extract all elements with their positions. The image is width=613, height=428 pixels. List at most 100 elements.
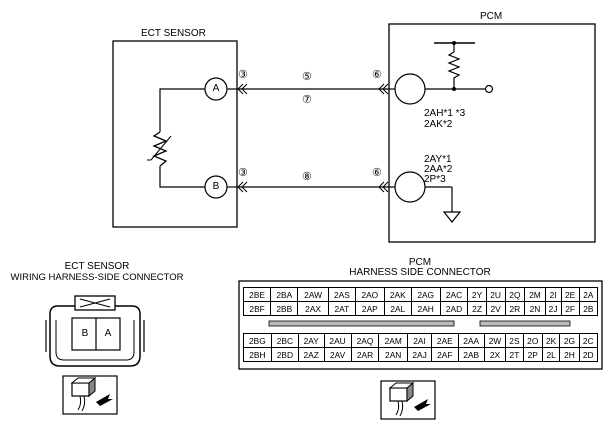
ect-connector-title-1: ECT SENSOR [64,261,130,272]
pin-cell: 2AU [323,333,352,348]
pin-cell: 2AO [354,287,385,302]
pcm-upper-pin-label-1: 2AH*1 *3 [424,108,466,119]
pin-cell: 2G [559,333,580,348]
ect-connector-title-2: WIRING HARNESS-SIDE CONNECTOR [10,272,184,283]
pin-cell: 2V [485,301,506,316]
pin-cell: 2Y [467,287,487,302]
pin-cell: 2N [524,301,546,316]
table-row: 2BH 2BD 2AZ 2AV 2AR 2AN 2AJ 2AF 2AB 2X 2… [243,347,598,362]
pcm-connector-top-block: 2BE 2BA 2AW 2AS 2AO 2AK 2AG 2AC 2Y 2U 2Q… [242,287,599,316]
ect-connector-cell-b: B [81,328,89,339]
ect-terminal-a: ③ [238,69,248,81]
table-row: 2BF 2BB 2AX 2AT 2AP 2AL 2AH 2AD 2Z 2V 2R… [242,301,599,316]
pin-cell: 2AZ [297,347,325,362]
pin-cell: 2AH [410,301,441,316]
pin-cell: 2BD [270,347,299,362]
pcm-connector-title-2: HARNESS SIDE CONNECTOR [349,267,491,278]
pcm-box [388,23,596,243]
pin-cell: 2AK [383,287,412,302]
pin-cell: 2BF [242,301,272,316]
pin-cell: 2AT [327,301,356,316]
pcm-lower-circuit-circle [394,171,426,203]
pin-cell: 2M [524,287,546,302]
harness-connector-icon [62,375,118,415]
pin-cell: 2Q [504,287,526,302]
pin-cell: 2AX [297,301,329,316]
pcm-upper-circuit-circle [394,73,426,105]
pin-cell: 2AF [431,347,459,362]
pin-cell: 2K [541,333,561,348]
thermistor-slash [150,135,172,161]
pcm-connector-frame [238,280,603,370]
pin-cell: 2O [522,333,543,348]
pin-cell: 2AN [378,347,408,362]
pin-cell: 2AG [410,287,441,302]
pcm-pullup-resistor [447,51,461,89]
ect-pin-b-label: B [212,181,220,192]
pin-cell: 2R [504,301,526,316]
pin-cell: 2AJ [406,347,433,362]
pin-cell: 2J [544,301,562,316]
pin-cell: 2BE [242,287,272,302]
pin-cell: 2AP [354,301,385,316]
pcm-terminal-upper: ⑥ [372,69,382,81]
ect-harness-connector [45,295,145,367]
pcm-connector-key-left [268,320,455,327]
ect-terminal-b: ③ [238,167,248,179]
pin-cell: 2BA [270,287,299,302]
pcm-terminal-lower: ⑥ [372,167,382,179]
pin-cell: 2S [505,333,524,348]
pcm-output-terminal [484,84,494,94]
pin-cell: 2D [578,347,598,362]
ect-connector-cell-a: A [104,328,112,339]
thermistor-wire-lower [159,166,205,188]
pin-cell: 2F [560,301,580,316]
pin-cell: 2U [485,287,506,302]
thermistor-wire [159,88,205,132]
pin-cell: 2B [578,301,599,316]
pin-cell: 2AC [439,287,469,302]
ect-sensor-title: ECT SENSOR [141,28,206,39]
pin-cell: 2AQ [350,333,380,348]
pcm-connector-key-right [479,320,571,327]
wire-label-lower: ⑧ [302,171,312,183]
pin-cell: 2AM [378,333,408,348]
harness-connector-icon [380,380,436,420]
pin-cell: 2AE [431,333,459,348]
pin-cell: 2E [560,287,580,302]
pin-cell: 2AW [297,287,329,302]
wire-label-upper-b: ⑦ [302,94,312,106]
table-row: 2BE 2BA 2AW 2AS 2AO 2AK 2AG 2AC 2Y 2U 2Q… [242,287,599,302]
pin-cell: 2AR [350,347,380,362]
pin-cell: 2AL [383,301,412,316]
pin-cell: 2C [578,333,598,348]
pin-cell: 2P [522,347,543,362]
pin-cell: 2AS [327,287,356,302]
pcm-connector-bottom-block: 2BG 2BC 2AY 2AU 2AQ 2AM 2AI 2AE 2AA 2W 2… [243,333,598,362]
pin-cell: 2AI [406,333,433,348]
pcm-lower-pin-label-1: 2AY*1 [424,154,452,165]
pin-cell: 2AY [297,333,325,348]
pin-cell: 2AB [457,347,485,362]
pin-cell: 2BB [270,301,299,316]
pin-cell: 2W [483,333,507,348]
pin-cell: 2BC [270,333,299,348]
pcm-upper-pin-label-2: 2AK*2 [424,119,453,130]
pcm-connector-title-1: PCM [408,257,432,268]
pcm-lower-pin-label-3: 2P*3 [424,174,446,185]
pcm-title: PCM [480,11,503,22]
ect-sensor-box [112,40,238,228]
pin-cell: 2L [541,347,561,362]
ground-symbol [442,211,462,223]
pin-cell: 2BG [243,333,272,348]
pin-cell: 2AA [457,333,485,348]
pin-cell: 2I [544,287,562,302]
wire-label-upper-a: ⑤ [302,71,312,83]
ect-pin-a-label: A [212,83,220,94]
pin-cell: 2AV [323,347,352,362]
pin-cell: 2T [505,347,524,362]
pin-cell: 2X [483,347,507,362]
pin-cell: 2BH [243,347,272,362]
pin-cell: 2H [559,347,580,362]
